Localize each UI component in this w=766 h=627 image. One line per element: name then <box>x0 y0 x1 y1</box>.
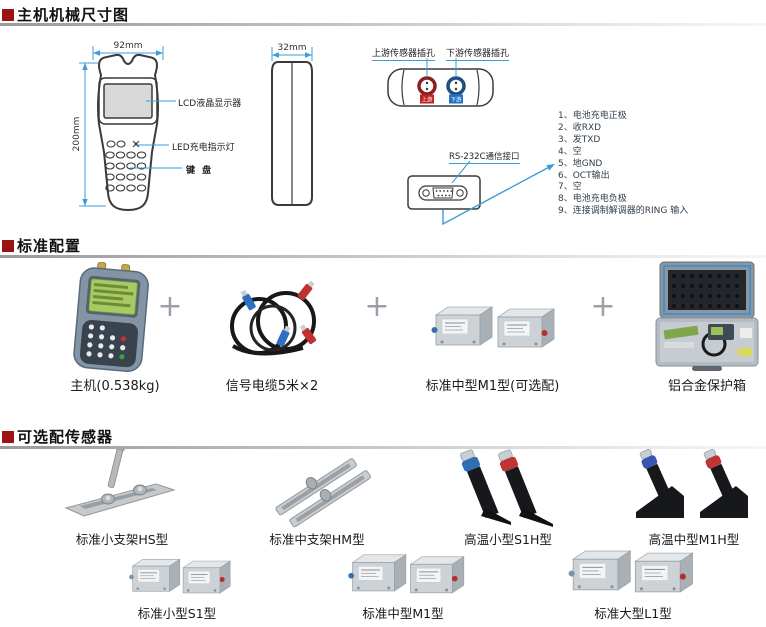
lcd-screen <box>103 83 153 119</box>
pin-item: 2、收RXD <box>558 122 602 133</box>
downstream-tag: 下游 <box>450 96 462 104</box>
led-label: LED充电指示灯 <box>172 143 235 153</box>
plus-separator: + <box>364 289 390 324</box>
section-bullet-icon <box>2 430 14 443</box>
item-caption: 标准中型M1型(可选配) <box>425 379 560 394</box>
item-caption: 标准小支架HS型 <box>75 532 169 547</box>
pin-item: 9、连接调制解调器的RING 输入 <box>558 206 689 217</box>
item-caption: 主机(0.538kg) <box>70 379 160 394</box>
item-caption: 高温小型S1H型 <box>464 532 552 547</box>
plus-separator: + <box>590 289 616 324</box>
section-title: 标准配置 <box>17 237 82 255</box>
sensor-sockets-drawing: 上游 下游 <box>387 68 494 107</box>
bracket-hs-photo <box>64 445 176 517</box>
side-view-drawing <box>271 61 313 206</box>
sensor-m1-photo <box>348 554 465 594</box>
keypad <box>105 140 147 192</box>
pin-item: 5、地GND <box>558 158 603 169</box>
bracket-hm-photo <box>275 458 371 528</box>
aluminum-case-photo <box>655 261 759 371</box>
pin-item: 3、发TXD <box>558 134 601 145</box>
section-header-standard: 标准配置 <box>2 235 81 256</box>
section-divider <box>0 446 766 449</box>
sensor-s1h-photo <box>460 449 553 527</box>
sensor-s1-photo <box>129 558 231 594</box>
section-header-optional: 可选配传感器 <box>2 426 113 447</box>
sensor-l1-photo <box>568 550 694 593</box>
section-title: 可选配传感器 <box>17 428 114 446</box>
pin-item: 8、电池充电负极 <box>558 194 627 205</box>
lcd-label: LCD液晶显示器 <box>178 99 242 109</box>
item-caption: 标准小型S1型 <box>137 606 217 621</box>
item-caption: 标准中支架HM型 <box>269 532 365 547</box>
depth-dimension-label: 32mm <box>277 43 307 53</box>
section-bullet-icon <box>2 8 14 21</box>
width-dimension-label: 92mm <box>113 41 143 51</box>
section-divider <box>0 23 766 26</box>
keypad-label: 键 盘 <box>186 166 214 176</box>
item-caption: 标准大型L1型 <box>594 606 672 621</box>
led-indicator <box>132 140 140 148</box>
section-bullet-icon <box>2 239 14 252</box>
rs232-label: RS-232C通信接口 <box>449 152 520 164</box>
downstream-socket-label: 下游传感器插孔 <box>446 46 510 61</box>
item-caption: 标准中型M1型 <box>362 606 444 621</box>
signal-cable-photo <box>230 280 317 356</box>
dimension-lines <box>79 46 555 226</box>
rs232-pin-list: 1、电池充电正极 2、收RXD 3、发TXD 4、空 5、地GND 6、OCT输… <box>558 111 688 218</box>
sensor-m1h-photo <box>636 448 748 518</box>
item-caption: 铝合金保护箱 <box>667 379 746 394</box>
downstream-socket: 下游 <box>446 76 466 104</box>
upstream-tag: 上游 <box>421 96 433 104</box>
section-title: 主机机械尺寸图 <box>17 6 130 24</box>
rs232-drawing <box>407 175 481 210</box>
item-caption: 信号电缆5米×2 <box>225 379 319 394</box>
front-view-drawing <box>96 53 160 212</box>
sensor-m1-optional-photo <box>431 306 555 348</box>
main-unit-photo <box>73 262 149 373</box>
pin-item: 6、OCT输出 <box>558 170 610 181</box>
pin-item: 1、电池充电正极 <box>558 111 627 121</box>
section-divider <box>0 255 766 258</box>
plus-separator: + <box>157 289 183 324</box>
height-dimension-label: 200mm <box>72 116 82 152</box>
upstream-socket-label: 上游传感器插孔 <box>372 46 436 61</box>
pin-item: 7、空 <box>558 182 582 193</box>
section-header-dimensions: 主机机械尺寸图 <box>2 4 129 25</box>
pin-item: 4、空 <box>558 146 582 157</box>
upstream-socket: 上游 <box>417 76 437 104</box>
item-caption: 高温中型M1H型 <box>648 532 740 547</box>
